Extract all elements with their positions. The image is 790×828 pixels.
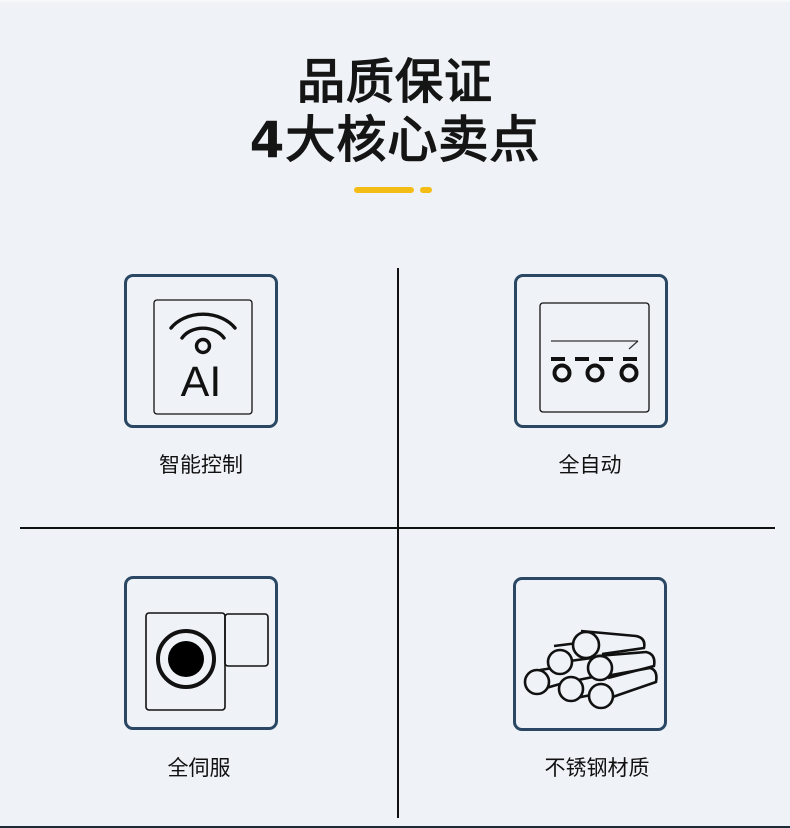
accent-bar-long	[354, 187, 414, 193]
top-edge	[0, 0, 790, 2]
ai-wifi-icon	[153, 299, 253, 415]
feature-label: 全自动	[558, 453, 622, 477]
feature-label: 全伺服	[167, 756, 231, 780]
feature-label: 不锈钢材质	[544, 756, 650, 780]
conveyor-icon	[539, 302, 650, 413]
feature-label: 智能控制	[159, 453, 243, 477]
icon-frame: AI	[124, 274, 278, 428]
icon-frame	[124, 576, 278, 730]
accent-bar-dot	[420, 187, 432, 193]
bottom-edge	[0, 826, 790, 828]
icon-frame	[513, 577, 667, 731]
steel-pipes-icon	[523, 629, 658, 710]
horizontal-divider	[20, 527, 775, 529]
ai-icon-text: AI	[180, 358, 222, 406]
icon-frame	[514, 274, 668, 428]
page-title-line2: 4大核心卖点	[249, 111, 541, 169]
servo-motor-icon	[145, 612, 269, 711]
page-title-line1: 品质保证	[296, 54, 493, 110]
vertical-divider	[397, 268, 399, 818]
